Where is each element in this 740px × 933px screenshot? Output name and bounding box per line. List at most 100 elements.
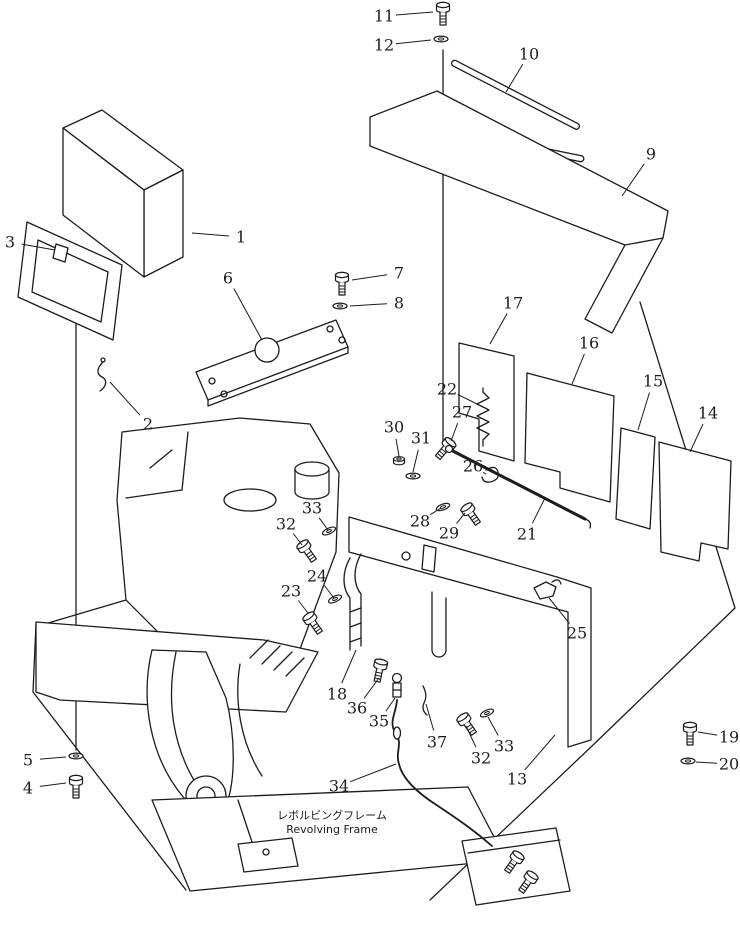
part-grommet-35 — [391, 672, 403, 684]
callout-leader-line — [695, 761, 718, 764]
part-bolt-4 — [68, 774, 84, 799]
callout-leader-line — [505, 64, 524, 93]
callout-number-25: 25 — [567, 624, 587, 643]
callout-number-34: 34 — [329, 777, 349, 796]
part-spring-22 — [476, 387, 490, 447]
callout-leader-line — [524, 734, 556, 771]
callout-leader-line — [341, 649, 357, 684]
callout-leader-line — [349, 303, 388, 307]
callout-number-30: 30 — [384, 418, 404, 437]
part-base-frame — [35, 621, 319, 817]
callout-number-15: 15 — [643, 372, 663, 391]
part-small-cylinder — [294, 468, 330, 500]
callout-leader-line — [456, 512, 466, 524]
part-pin-37 — [422, 685, 428, 716]
callout-leader-line — [395, 11, 434, 16]
callout-number-5: 5 — [23, 751, 33, 770]
callout-number-32: 32 — [276, 515, 296, 534]
callout-leader-line — [39, 782, 67, 787]
part-cover-panel-9 — [369, 90, 669, 334]
part-latch-3 — [52, 243, 69, 263]
part-bolt-32 — [454, 710, 480, 738]
part-bolt-11 — [435, 1, 451, 26]
part-nut-30 — [392, 456, 406, 466]
callout-leader-line — [412, 449, 419, 473]
callout-leader-line — [621, 163, 645, 197]
callout-number-1: 1 — [236, 228, 246, 247]
callout-number-29: 29 — [439, 524, 459, 543]
callout-number-6: 6 — [223, 269, 233, 288]
callout-leader-line — [465, 725, 477, 748]
callout-number-4: 4 — [23, 779, 33, 798]
part-clip-25 — [533, 581, 557, 600]
callout-number-33: 33 — [494, 737, 514, 756]
part-seat-stand-1 — [17, 109, 184, 392]
callout-number-8: 8 — [394, 294, 404, 313]
part-washer-5 — [68, 752, 84, 760]
callout-number-10: 10 — [519, 45, 539, 64]
callout-number-12: 12 — [374, 36, 394, 55]
callout-number-28: 28 — [410, 512, 430, 531]
callout-number-19: 19 — [719, 728, 739, 747]
callout-leader-line — [395, 438, 400, 457]
part-bolt-29 — [458, 500, 484, 528]
callout-number-32: 32 — [471, 749, 491, 768]
callout-number-11: 11 — [374, 7, 394, 26]
part-machine-body — [116, 417, 340, 663]
callout-leader-line — [548, 597, 570, 624]
callout-leader-line — [457, 393, 478, 405]
part-washer-33 — [478, 706, 496, 720]
callout-leader-line — [323, 585, 335, 599]
callout-leader-line — [450, 423, 459, 442]
callout-number-27: 27 — [452, 403, 472, 422]
callout-leader-line — [363, 677, 380, 699]
part-frame-cover-13 — [348, 516, 592, 748]
callout-number-17: 17 — [503, 294, 523, 313]
frame-label-japanese: レボルビングフレーム — [277, 808, 387, 822]
callout-leader-line — [429, 507, 442, 516]
callout-leader-line — [350, 763, 397, 783]
part-hook-2 — [97, 361, 107, 392]
callout-leader-line — [697, 731, 718, 736]
part-washer-12 — [433, 35, 449, 43]
part-washer-31 — [405, 472, 421, 480]
callout-number-13: 13 — [507, 770, 527, 789]
part-panel-15 — [615, 427, 656, 530]
part-bolt-36 — [370, 657, 389, 684]
part-panel-14 — [658, 441, 732, 562]
callout-leader-line — [482, 471, 487, 475]
callout-leader-line — [39, 756, 67, 760]
part-panel-17 — [458, 342, 515, 462]
callout-number-21: 21 — [517, 525, 537, 544]
callout-number-2: 2 — [143, 415, 153, 434]
callout-number-24: 24 — [307, 567, 327, 586]
part-clip-26 — [481, 466, 499, 483]
callout-number-26: 26 — [463, 457, 483, 476]
diagram-artwork — [17, 1, 736, 906]
part-panel-16 — [524, 372, 615, 503]
callout-leader-line — [487, 716, 499, 736]
callout-number-18: 18 — [327, 685, 347, 704]
callout-leader-line — [385, 697, 396, 712]
callout-leader-line — [292, 533, 303, 546]
callout-leader-line — [395, 39, 432, 45]
callout-number-7: 7 — [394, 264, 404, 283]
part-cable-box — [461, 827, 571, 906]
callout-number-23: 23 — [281, 582, 301, 601]
callout-leader-line — [351, 274, 388, 281]
part-cover-plate-6 — [195, 319, 349, 407]
callout-number-14: 14 — [698, 404, 718, 423]
hardware-mid — [294, 387, 592, 637]
callout-number-9: 9 — [646, 145, 656, 164]
callout-number-22: 22 — [437, 380, 457, 399]
part-cable-34 — [391, 699, 493, 847]
callout-leader-line — [571, 353, 585, 385]
callout-leader-line — [109, 381, 141, 416]
part-platform — [151, 786, 507, 892]
callout-leader-line — [233, 288, 263, 341]
callout-leader-line — [297, 600, 309, 614]
callout-leader-line — [689, 423, 704, 453]
part-bolt-19 — [682, 721, 698, 746]
callout-number-3: 3 — [5, 233, 15, 252]
